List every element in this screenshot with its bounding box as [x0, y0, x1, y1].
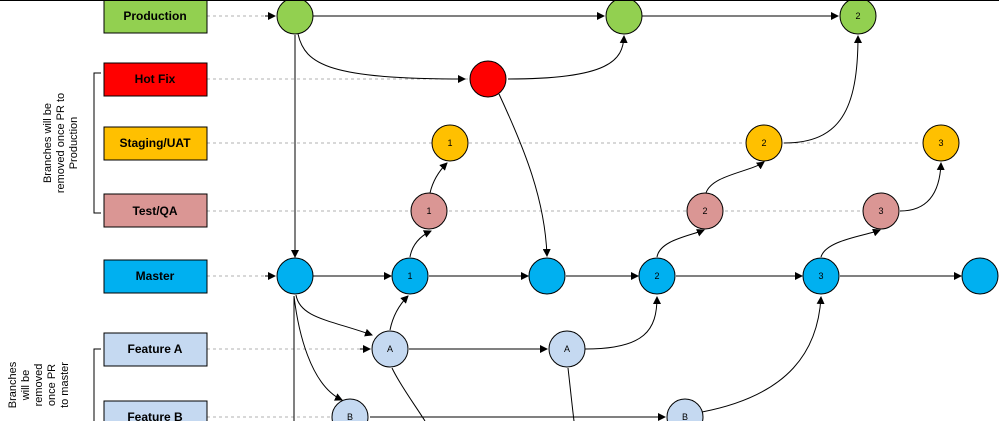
staging-node-2-label: 2	[761, 138, 766, 148]
test-node-2-label: 2	[702, 206, 707, 216]
featurea-lane-box	[103, 332, 208, 367]
master-to-featureb-line	[293, 295, 343, 401]
master-to-featurea-line	[295, 294, 373, 337]
feature-branches-note: Branches will be removed once PR to mast…	[7, 361, 71, 408]
feature-note-line-2: will be	[20, 370, 32, 402]
prod-node-1	[276, 0, 314, 35]
featurea-to-master1-line	[389, 295, 409, 331]
test2-to-staging2-line	[705, 161, 765, 194]
feature-note-line-5: to master	[59, 362, 71, 408]
feature-note-line-1: Branches	[7, 361, 19, 408]
prod-node-3	[839, 0, 877, 35]
hotfix-to-master-line	[498, 93, 551, 257]
staging-node-1	[431, 124, 469, 162]
test-node-1	[410, 192, 448, 230]
master-node-1	[276, 257, 314, 295]
lane-guide-arrows	[265, 12, 371, 353]
connections	[291, 12, 962, 421]
staging-lane-label: Staging/UAT	[119, 136, 191, 150]
master-lane-box	[103, 259, 208, 294]
hotfix-lane-box	[103, 62, 208, 97]
staging-node-3	[922, 124, 960, 162]
release-note-line-2: removed once PR to	[55, 93, 67, 193]
featurea1-down-line	[391, 367, 426, 421]
feature-note-line-4: once PR	[46, 364, 58, 406]
node-labels: 2 1 2 3 1 2 3 1 2 3 A A B B	[347, 11, 944, 421]
featureb-node-1	[331, 398, 369, 421]
master-node-2-label: 1	[407, 271, 412, 281]
prod-node-2	[605, 0, 643, 35]
test-node-2	[686, 192, 724, 230]
staging-node-2	[745, 124, 783, 162]
test3-to-staging3-line	[899, 162, 945, 212]
release-note-line-3: Production	[68, 117, 80, 170]
master-lane-label: Master	[136, 269, 175, 283]
production-lane-label: Production	[123, 9, 186, 23]
featureb-node-1-label: B	[347, 412, 353, 421]
staging-node-3-label: 3	[938, 138, 943, 148]
staging2-to-prod-line	[783, 35, 862, 144]
featureb-node-2-label: B	[682, 412, 688, 421]
master-node-5	[802, 257, 840, 295]
master-node-6	[961, 257, 999, 295]
master-node-5-label: 3	[818, 271, 823, 281]
release-branches-note: Branches will be removed once PR to Prod…	[42, 93, 80, 193]
feature-branches-bracket	[93, 348, 101, 421]
featureb-lane-box	[103, 400, 208, 421]
master-node-4-label: 2	[654, 271, 659, 281]
master-node-4	[638, 257, 676, 295]
featurea-node-1	[371, 330, 409, 368]
master3-to-test3-line	[820, 228, 881, 258]
hotfix-node	[469, 60, 507, 98]
featurea-node-1-label: A	[387, 344, 393, 354]
featureb-node-2	[666, 398, 704, 421]
master-node-2	[391, 257, 429, 295]
lane-guides	[207, 15, 920, 418]
master2-to-test2-line	[656, 229, 705, 258]
master1-to-test1-line	[409, 230, 432, 258]
lane-labels	[103, 0, 208, 421]
staging-lane-box	[103, 126, 208, 161]
featurea-lane-label: Feature A	[128, 342, 183, 356]
test-node-3-label: 3	[878, 206, 883, 216]
featureb2-to-master3-line	[701, 296, 825, 413]
test-lane-box	[103, 193, 208, 228]
prod-node-3-label: 2	[855, 11, 860, 21]
test1-to-staging1-line	[429, 162, 448, 194]
featurea-node-2	[548, 330, 586, 368]
master-node-3	[528, 257, 566, 295]
production-lane-box	[103, 0, 208, 34]
release-note-line-1: Branches will be	[42, 103, 54, 183]
featurea-node-2-label: A	[564, 344, 570, 354]
hotfix-to-prod-line	[507, 35, 628, 80]
test-node-1-label: 1	[426, 206, 431, 216]
commit-nodes	[276, 0, 999, 421]
prod-to-hotfix-line	[297, 33, 466, 83]
featurea2-to-master2-line	[584, 296, 661, 350]
release-branches-bracket	[93, 72, 101, 214]
brackets	[93, 72, 101, 421]
featureb-lane-label: Feature B	[127, 410, 183, 421]
test-lane-label: Test/QA	[132, 204, 177, 218]
test-node-3	[862, 192, 900, 230]
feature-note-line-3: removed	[33, 364, 45, 407]
staging-node-1-label: 1	[447, 138, 452, 148]
hotfix-lane-label: Hot Fix	[135, 72, 176, 86]
featurea2-down-line	[567, 367, 575, 421]
